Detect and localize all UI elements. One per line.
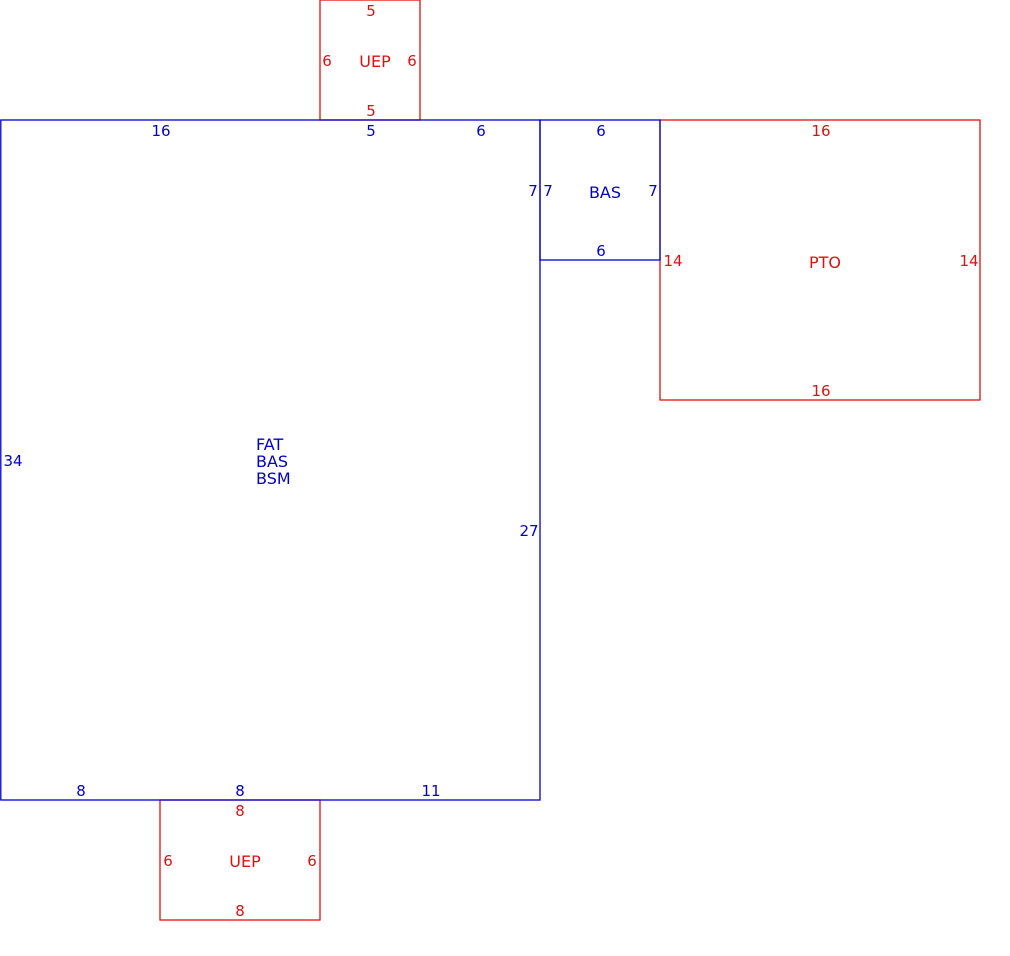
main-code-bsm: BSM (256, 469, 291, 488)
uep-bottom-code: UEP (229, 852, 261, 871)
bas-small-code: BAS (589, 183, 621, 202)
uep-bottom-area: UEP 8 8 6 6 (159, 799, 321, 921)
pto-area: PTO 16 16 14 14 (659, 119, 981, 401)
bas-small-dim-top: 6 (596, 122, 606, 140)
main-dim-left: 34 (3, 452, 22, 470)
pto-dim-bottom: 16 (811, 382, 830, 400)
uep-top-dim-bottom: 5 (366, 102, 376, 120)
bas-small-dim-left: 7 (543, 182, 553, 200)
bas-small-outline (539, 119, 661, 261)
main-dim-right: 27 (519, 522, 538, 540)
main-dim-bottom-b: 8 (235, 782, 245, 800)
bas-small-dim-bottom: 6 (596, 242, 606, 260)
bas-small-area: BAS 6 6 7 7 (539, 119, 661, 261)
uep-bottom-dim-top: 8 (235, 802, 245, 820)
main-dim-top-b: 5 (366, 122, 376, 140)
pto-dim-left: 14 (663, 252, 682, 270)
main-outline (0, 119, 541, 801)
main-dim-top-c: 6 (476, 122, 486, 140)
bas-small-dim-right: 7 (648, 182, 658, 200)
main-dim-right-short: 7 (528, 182, 538, 200)
pto-dim-top: 16 (811, 122, 830, 140)
uep-bottom-dim-bottom: 8 (235, 902, 245, 920)
pto-code: PTO (809, 253, 841, 272)
main-dim-bottom-c: 11 (421, 782, 440, 800)
pto-dim-right: 14 (959, 252, 978, 270)
uep-bottom-dim-right: 6 (307, 852, 317, 870)
main-code-bas: BAS (256, 452, 288, 471)
main-dim-bottom-a: 8 (76, 782, 86, 800)
uep-top-code: UEP (359, 52, 391, 71)
uep-top-dim-top: 5 (366, 2, 376, 20)
main-area: FAT BAS BSM 16 5 6 34 27 7 8 8 11 (0, 119, 541, 801)
uep-top-dim-left: 6 (322, 52, 332, 70)
uep-top-area: UEP 5 5 6 6 (319, 0, 421, 121)
main-dim-top-a: 16 (151, 122, 170, 140)
main-code-fat: FAT (256, 435, 283, 454)
uep-bottom-dim-left: 6 (163, 852, 173, 870)
uep-top-dim-right: 6 (407, 52, 417, 70)
